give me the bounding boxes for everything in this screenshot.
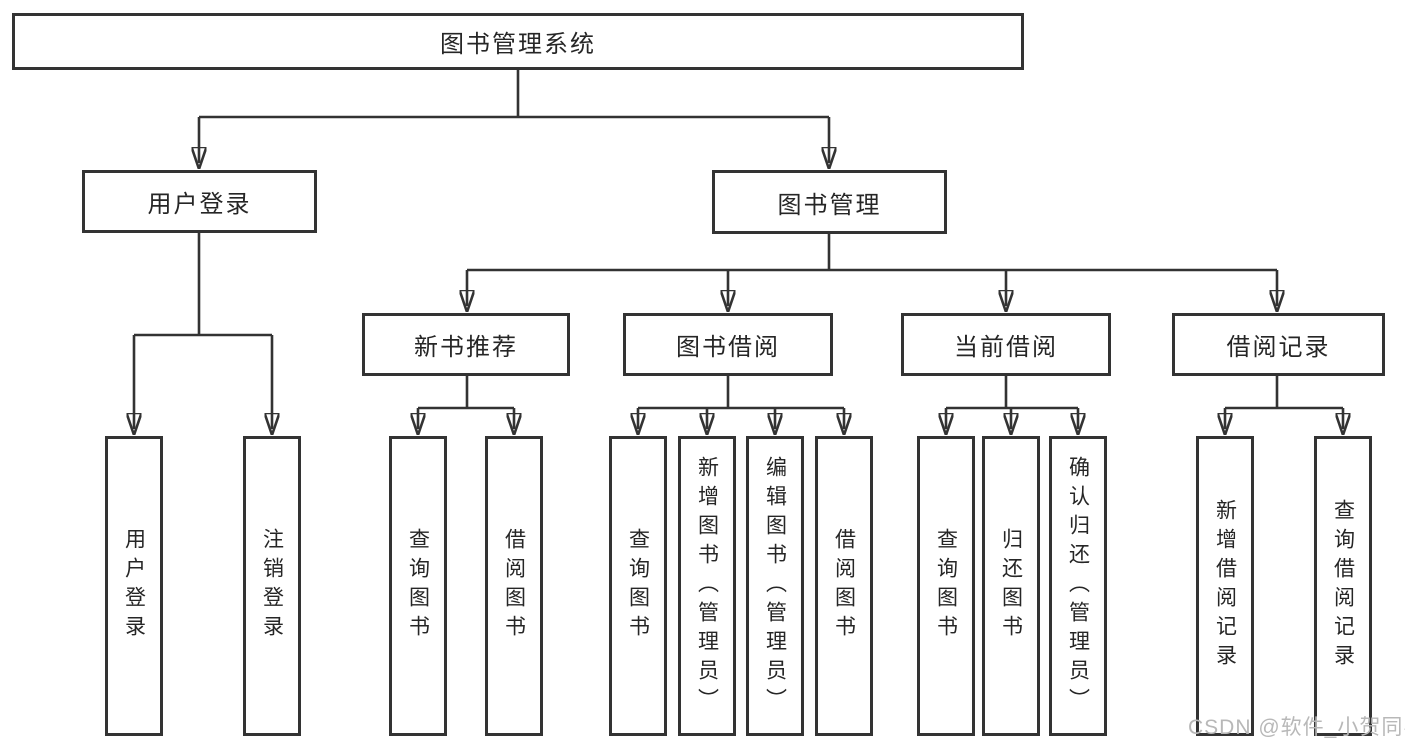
leaf-current-return-books: 归还图书 [982, 436, 1040, 736]
leaf-borrowing-edit-books-admin: 编辑图书（管理员） [746, 436, 804, 736]
node-label: 查询借阅记录 [1331, 499, 1355, 673]
leaf-logout: 注销登录 [243, 436, 301, 736]
node-label: 归还图书 [999, 528, 1023, 644]
node-user-login: 用户登录 [82, 170, 317, 233]
node-label: 新书推荐 [414, 334, 518, 361]
node-new-book-recommend: 新书推荐 [362, 313, 570, 376]
leaf-borrowing-add-books-admin: 新增图书（管理员） [678, 436, 736, 736]
node-label: 图书管理系统 [440, 31, 596, 58]
leaf-recommend-borrow-books: 借阅图书 [485, 436, 543, 736]
leaf-current-confirm-return-admin: 确认归还（管理员） [1049, 436, 1107, 736]
node-label: 编辑图书（管理员） [763, 455, 787, 717]
node-label: 查询图书 [626, 528, 650, 644]
node-label: 新增图书（管理员） [695, 455, 719, 717]
node-label: 新增借阅记录 [1213, 499, 1237, 673]
leaf-user-login: 用户登录 [105, 436, 163, 736]
connector-trunks [134, 68, 1343, 410]
leaf-borrowing-borrow-books: 借阅图书 [815, 436, 873, 736]
watermark: CSDN @软件_小贺同学 [1188, 716, 1405, 739]
leaf-records-query-record: 查询借阅记录 [1314, 436, 1372, 736]
node-label: 图书管理 [777, 191, 882, 219]
node-label: 借阅图书 [502, 528, 526, 644]
node-book-borrowing: 图书借阅 [623, 313, 833, 376]
node-current-borrowing: 当前借阅 [901, 313, 1111, 376]
leaf-borrowing-query-books: 查询图书 [609, 436, 667, 736]
node-root-library-system: 图书管理系统 [12, 13, 1024, 70]
node-label: 确认归还（管理员） [1066, 455, 1090, 717]
leaf-recommend-query-books: 查询图书 [389, 436, 447, 736]
leaf-records-add-record: 新增借阅记录 [1196, 436, 1254, 736]
node-label: 注销登录 [260, 528, 284, 644]
node-book-management: 图书管理 [712, 170, 947, 234]
node-label: 用户登录 [147, 191, 252, 218]
node-label: 用户登录 [122, 528, 146, 644]
node-label: 图书借阅 [676, 334, 780, 361]
node-label: 查询图书 [934, 528, 958, 644]
node-borrow-records: 借阅记录 [1172, 313, 1385, 376]
node-label: 查询图书 [406, 528, 430, 644]
node-label: 借阅图书 [832, 528, 856, 644]
leaf-current-query-books: 查询图书 [917, 436, 975, 736]
node-label: 借阅记录 [1226, 334, 1331, 361]
node-label: 当前借阅 [954, 334, 1058, 361]
